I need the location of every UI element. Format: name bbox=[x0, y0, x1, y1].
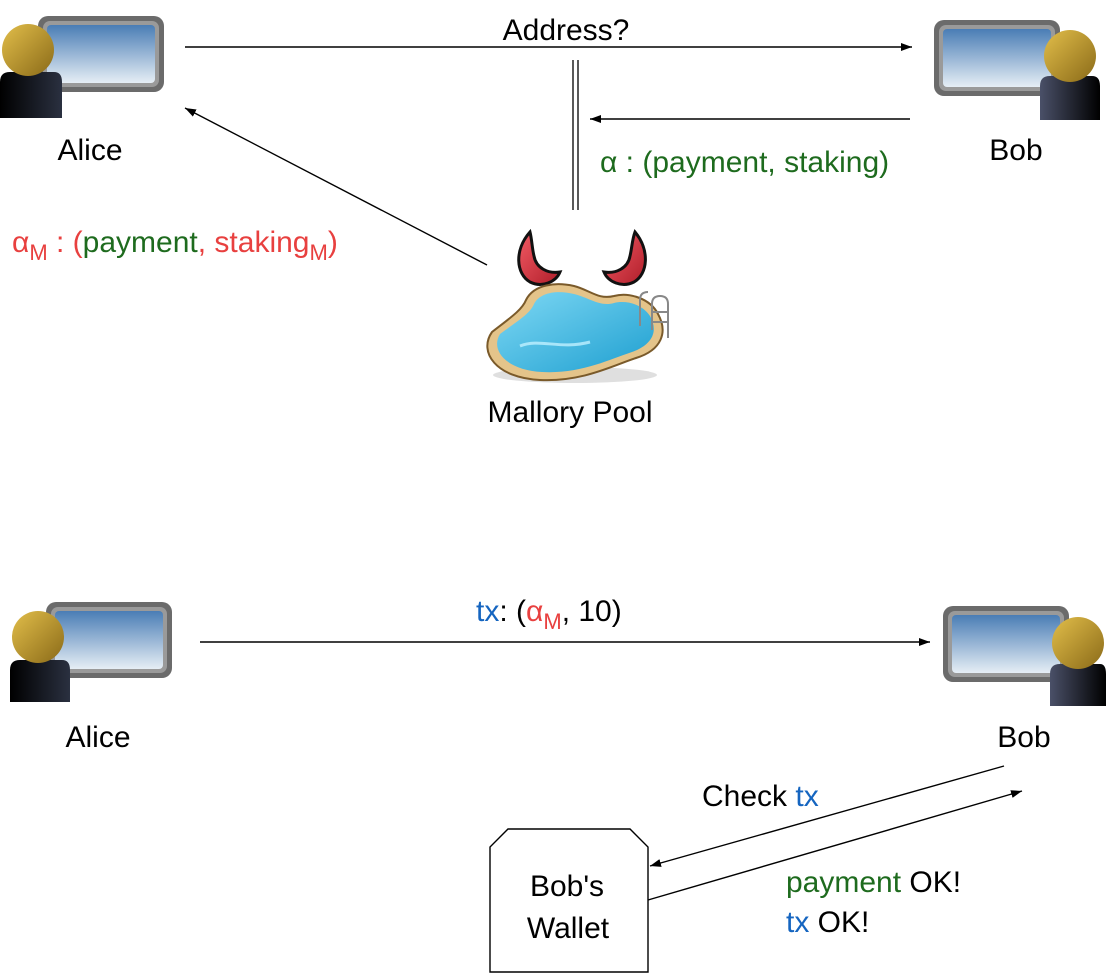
wallet-label-line1: Bob's bbox=[530, 870, 604, 903]
check-tx-arrow bbox=[649, 765, 1005, 867]
bob-label-bottom: Bob bbox=[997, 721, 1050, 754]
alice-label-top: Alice bbox=[57, 134, 122, 167]
bob-user-computer-icon-bottom bbox=[943, 606, 1106, 706]
alice-user-computer-icon bbox=[0, 16, 164, 118]
pool-icon bbox=[486, 283, 669, 383]
check-tx-label: Check tx bbox=[702, 780, 819, 813]
wallet-label-line2: Wallet bbox=[527, 912, 610, 945]
payment-ok-label: payment OK! bbox=[786, 866, 961, 899]
bob-label-top: Bob bbox=[989, 134, 1042, 167]
wallet-document-icon bbox=[489, 828, 649, 973]
bob-user-computer-icon bbox=[934, 20, 1100, 120]
interception-double-line bbox=[572, 60, 579, 210]
devil-horns-icon bbox=[517, 228, 647, 286]
alice-user-computer-icon-bottom bbox=[10, 602, 172, 702]
bob-reply-label: α : (payment, staking) bbox=[600, 146, 889, 179]
tx-ok-label: tx OK! bbox=[786, 906, 869, 939]
wallet-reply-arrow bbox=[647, 790, 1023, 901]
tx-message-label: tx: (αM, 10) bbox=[476, 595, 622, 634]
mallory-pool-label: Mallory Pool bbox=[487, 396, 652, 429]
mallory-reply-arrow bbox=[184, 107, 488, 266]
mallory-reply-label: αM : (payment, stakingM) bbox=[12, 226, 338, 265]
alice-label-bottom: Alice bbox=[65, 721, 130, 754]
address-request-label: Address? bbox=[503, 14, 630, 47]
